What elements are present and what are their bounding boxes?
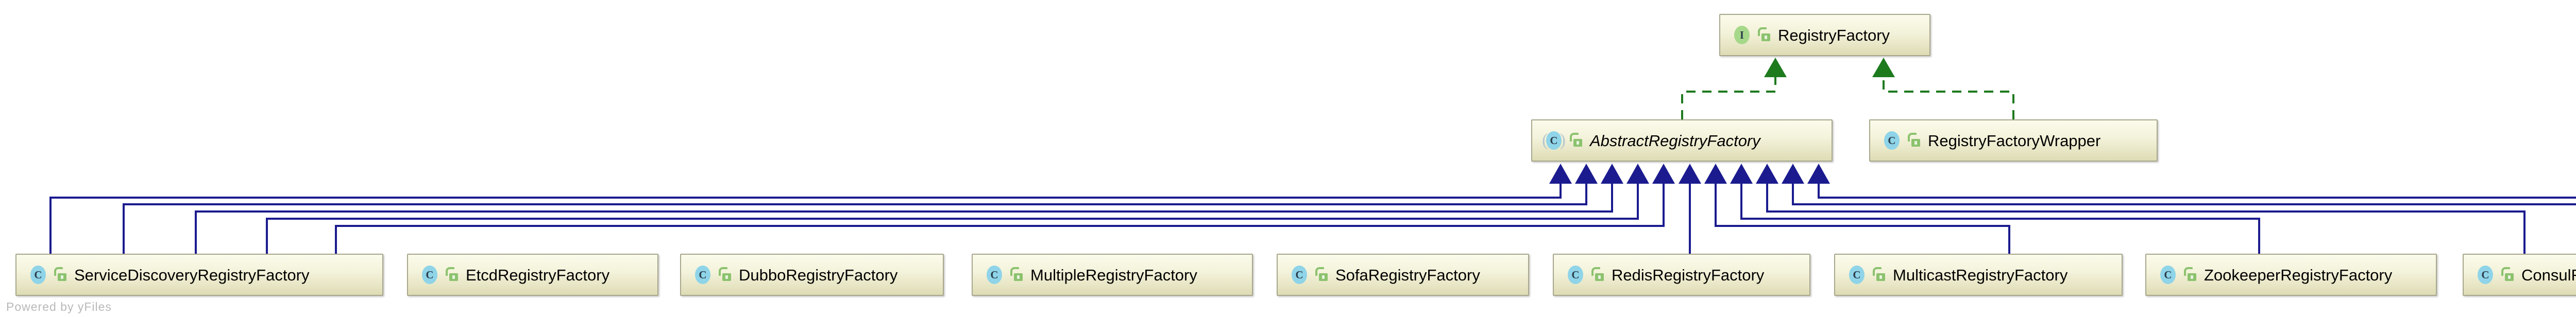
class-badge-icon: C <box>419 265 440 285</box>
uml-node-label: RedisRegistryFactory <box>1612 266 1765 284</box>
public-unlock-icon <box>1757 27 1771 43</box>
class-badge-icon: C <box>1882 130 1902 151</box>
public-unlock-icon <box>1907 132 1921 149</box>
public-unlock-icon <box>2501 267 2514 283</box>
public-unlock-icon <box>1569 132 1583 149</box>
uml-node-sofa-registry-factory[interactable]: C SofaRegistryFactory <box>1277 254 1529 296</box>
uml-node-redis-registry-factory[interactable]: C RedisRegistryFactory <box>1553 254 1810 296</box>
public-unlock-icon <box>2183 267 2197 283</box>
inheritance-edges <box>49 183 2576 254</box>
public-unlock-icon <box>718 267 732 283</box>
realization-arrowheads <box>1764 58 1895 77</box>
uml-node-abstract-registry-factory[interactable]: C AbstractRegistryFactory <box>1531 119 1833 162</box>
class-badge-icon: C <box>1289 265 1310 285</box>
interface-badge-icon: I <box>1732 25 1752 45</box>
uml-node-multiple-registry-factory[interactable]: C MultipleRegistryFactory <box>972 254 1253 296</box>
public-unlock-icon <box>445 267 459 283</box>
uml-node-dubbo-registry-factory[interactable]: C DubboRegistryFactory <box>680 254 944 296</box>
uml-node-registry-factory-wrapper[interactable]: C RegistryFactoryWrapper <box>1869 119 2158 162</box>
class-badge-icon: C <box>692 265 713 285</box>
uml-node-service-discovery-registry-factory[interactable]: C ServiceDiscoveryRegistryFactory <box>15 254 383 296</box>
class-badge-icon: C <box>984 265 1005 285</box>
uml-node-multicast-registry-factory[interactable]: C MulticastRegistryFactory <box>1834 254 2123 296</box>
uml-node-label: EtcdRegistryFactory <box>466 266 610 284</box>
uml-node-label: RegistryFactory <box>1778 26 1890 44</box>
yfiles-credit-label: Powered by yFiles <box>6 300 112 313</box>
public-unlock-icon <box>1315 267 1328 283</box>
uml-node-label: DubboRegistryFactory <box>739 266 898 284</box>
public-unlock-icon <box>54 267 67 283</box>
uml-node-label: ServiceDiscoveryRegistryFactory <box>74 266 310 284</box>
uml-node-label: ConsulRegistryFactory <box>2521 266 2576 284</box>
uml-node-label: RegistryFactoryWrapper <box>1928 131 2101 150</box>
class-badge-icon: C <box>1846 265 1867 285</box>
uml-node-label: MulticastRegistryFactory <box>1893 266 2068 284</box>
public-unlock-icon <box>1010 267 1023 283</box>
uml-node-registry-factory[interactable]: I RegistryFactory <box>1719 14 1930 56</box>
uml-node-label: MultipleRegistryFactory <box>1030 266 1197 284</box>
class-badge-icon: C <box>1565 265 1586 285</box>
uml-node-etcd-registry-factory[interactable]: C EtcdRegistryFactory <box>407 254 658 296</box>
abstract-class-badge-icon: C <box>1542 130 1566 151</box>
class-badge-icon: C <box>28 265 48 285</box>
class-badge-icon: C <box>2158 265 2178 285</box>
public-unlock-icon <box>1591 267 1604 283</box>
uml-node-label: SofaRegistryFactory <box>1335 266 1480 284</box>
uml-node-label: ZookeeperRegistryFactory <box>2204 266 2393 284</box>
public-unlock-icon <box>1872 267 1886 283</box>
inheritance-arrowheads <box>1549 164 1830 184</box>
class-badge-icon: C <box>2475 265 2496 285</box>
uml-node-label: AbstractRegistryFactory <box>1590 131 1760 150</box>
uml-node-consul-registry-factory[interactable]: C ConsulRegistryFactory <box>2463 254 2576 296</box>
uml-node-zookeeper-registry-factory[interactable]: C ZookeeperRegistryFactory <box>2145 254 2437 296</box>
realization-edges <box>1681 76 2014 119</box>
